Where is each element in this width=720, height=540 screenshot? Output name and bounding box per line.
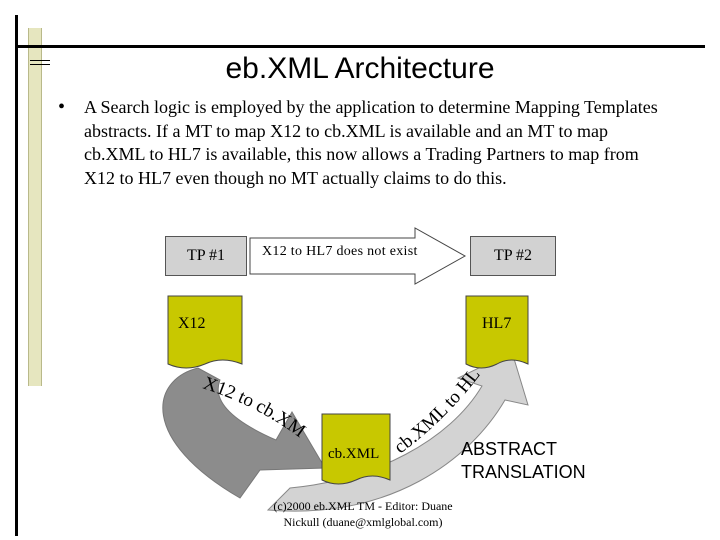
does-not-exist-arrow bbox=[249, 227, 467, 285]
curve-left-text: X12 to cb.XML bbox=[0, 0, 309, 442]
cbxml-to-hl7-arrow bbox=[266, 351, 529, 512]
bullet-text: A Search logic is employed by the applic… bbox=[84, 97, 658, 188]
arrow-label: X12 to HL7 does not exist bbox=[262, 244, 418, 259]
tp2-label: TP #2 bbox=[493, 247, 533, 264]
abstract-line-1: ABSTRACT bbox=[461, 439, 558, 459]
decorative-horizontal-line bbox=[15, 45, 705, 48]
decorative-side-bar bbox=[28, 28, 42, 386]
x12-label: X12 bbox=[178, 315, 206, 332]
decorative-tick bbox=[30, 64, 50, 65]
cbxml-document bbox=[321, 413, 391, 485]
tp2-box: TP #2 bbox=[470, 236, 556, 276]
hl7-label: HL7 bbox=[482, 315, 512, 332]
slide-title: eb.XML Architecture bbox=[225, 52, 495, 85]
cbxml-label: cb.XML bbox=[328, 446, 380, 462]
footer-line-2: Nickull (duane@xmlglobal.com) bbox=[283, 515, 443, 529]
decorative-tick bbox=[30, 60, 50, 61]
tp1-box: TP #1 bbox=[165, 236, 247, 276]
abstract-line-2: TRANSLATION bbox=[461, 462, 586, 482]
x12-to-cbxml-arrow bbox=[162, 367, 326, 499]
curve-right-text: cb.XML to HL7 bbox=[0, 0, 485, 458]
bullet-icon: • bbox=[58, 96, 66, 118]
footer-line-1: (c)2000 eb.XML TM - Editor: Duane bbox=[273, 499, 453, 513]
tp1-label: TP #1 bbox=[186, 247, 226, 264]
curve-left-label: X12 to cb.XML bbox=[0, 0, 309, 442]
decorative-vertical-line bbox=[15, 15, 18, 536]
footer-credit: (c)2000 eb.XML TM - Editor: Duane Nickul… bbox=[248, 498, 478, 530]
x12-document bbox=[167, 295, 243, 369]
hl7-document bbox=[465, 295, 529, 369]
abstract-translation-label: ABSTRACT TRANSLATION bbox=[461, 438, 586, 484]
curve-right-label: cb.XML to HL7 bbox=[0, 0, 485, 458]
